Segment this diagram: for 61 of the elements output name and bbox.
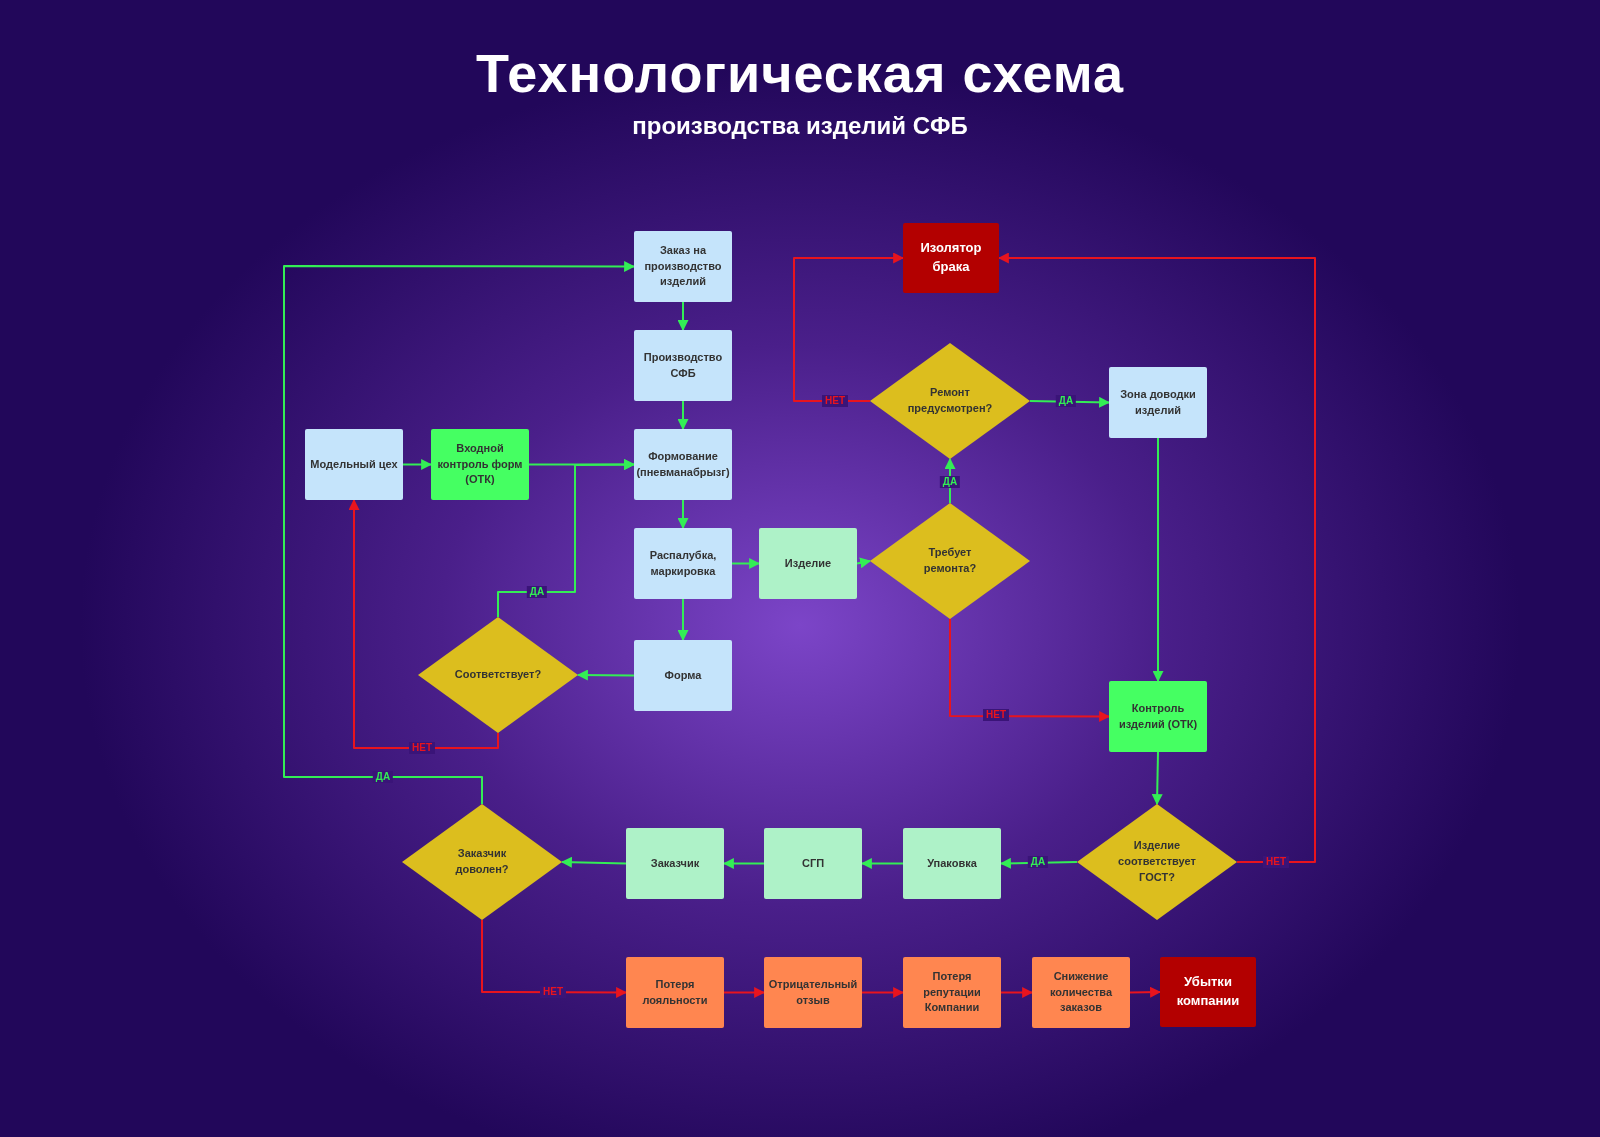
process-box: Изолятор брака [903, 223, 999, 293]
edge-label: НЕТ [822, 395, 848, 407]
arrow [1151, 751, 1163, 806]
process-box: Распалубка, маркировка [634, 528, 732, 599]
arrow [731, 558, 761, 569]
decision-diamond: Требует ремонта? [870, 503, 1030, 619]
edge-label: ДА [526, 586, 548, 598]
process-box: Отрицательный отзыв [764, 957, 862, 1028]
edge-label: НЕТ [1263, 856, 1289, 868]
arrow [576, 669, 635, 681]
process-box: Упаковка [903, 828, 1001, 899]
arrow [1000, 987, 1034, 998]
arrow [677, 301, 689, 332]
edge-label: ДА [372, 771, 394, 783]
decision-diamond: Ремонт предусмотрен? [870, 343, 1030, 459]
process-box: Контроль изделий (ОТК) [1109, 681, 1207, 752]
process-box: Формование (пневманабрызг) [634, 429, 732, 500]
title: Технологическая схема [475, 43, 1124, 103]
process-box: Изделие [759, 528, 857, 599]
decision-diamond: Соответствует? [418, 617, 578, 733]
arrow [402, 459, 433, 470]
process-box: СГП [764, 828, 862, 899]
arrow [944, 457, 956, 504]
process-box: Форма [634, 640, 732, 711]
arrow [560, 856, 627, 868]
arrow [793, 252, 905, 402]
arrow [997, 252, 1316, 863]
edge-label: НЕТ [540, 986, 566, 998]
arrow [497, 459, 636, 618]
arrow [481, 919, 628, 998]
arrow [856, 557, 872, 569]
arrow [677, 499, 689, 530]
process-box: Снижение количества заказов [1032, 957, 1130, 1028]
arrow [348, 498, 499, 749]
edge-label: НЕТ [983, 709, 1009, 721]
process-box: Убытки компании [1160, 957, 1256, 1027]
arrow [1129, 986, 1162, 998]
arrow [283, 261, 636, 805]
arrow [1152, 437, 1164, 683]
process-box: Модельный цех [305, 429, 403, 500]
process-box: Производство СФБ [634, 330, 732, 401]
arrow [722, 858, 765, 869]
subtitle: производства изделий СФБ [632, 112, 968, 139]
edge-label: ДА [1027, 856, 1049, 868]
process-box: Входной контроль форм (ОТК) [431, 429, 529, 500]
arrow [677, 400, 689, 431]
process-box: Потеря репутации Компании [903, 957, 1001, 1028]
process-box: Потеря лояльности [626, 957, 724, 1028]
edge-label: ДА [939, 476, 961, 488]
arrow [860, 858, 904, 869]
arrow [861, 987, 905, 998]
decision-diamond: Изделие соответствует ГОСТ? [1077, 804, 1237, 920]
process-box: Зона доводки изделий [1109, 367, 1207, 438]
arrow [677, 598, 689, 642]
arrow [723, 987, 766, 998]
process-box: Заказ на производство изделий [634, 231, 732, 302]
process-box: Заказчик [626, 828, 724, 899]
edge-label: ДА [1055, 395, 1077, 407]
decision-diamond: Заказчик доволен? [402, 804, 562, 920]
edge-label: НЕТ [409, 742, 435, 754]
arrow [949, 618, 1111, 722]
